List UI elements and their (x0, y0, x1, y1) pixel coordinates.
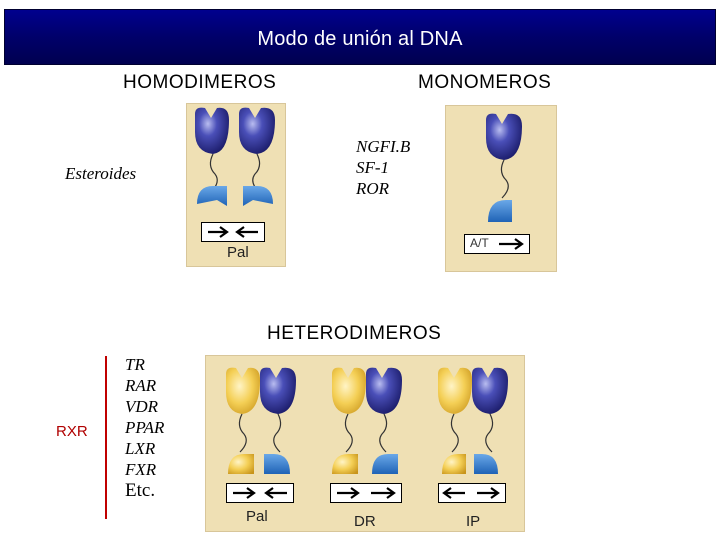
dna-site-box: A/T (464, 234, 530, 254)
rxr-partner-item: VDR (125, 397, 159, 416)
monomers-heading: MONOMEROS (418, 72, 552, 93)
homodimer-panel: Pal (186, 103, 286, 267)
rxr-partner-item: TR (125, 355, 145, 374)
monomer-panel: A/T (445, 105, 557, 272)
heterodimers-heading: HETERODIMEROS (267, 323, 442, 344)
heterodimer-panel: Pal DR IP (205, 355, 525, 532)
receptor-ligand-domain-icon (195, 107, 275, 154)
rxr-partner-item: RAR (125, 376, 157, 395)
dr-site-box (330, 483, 402, 503)
ip-site-box (438, 483, 506, 503)
hetero-pal-label: Pal (246, 508, 268, 525)
rxr-partner-item: PPAR (125, 418, 165, 437)
rxr-partner-item: LXR (125, 439, 156, 458)
monomer-receptor-item: NGFI.B (356, 137, 411, 156)
hetero-dr-label: DR (354, 513, 376, 530)
monomer-diagram (486, 113, 522, 222)
dna-site-box (201, 222, 265, 242)
homodimer-diagram (195, 107, 275, 206)
steroids-label: Esteroides (65, 164, 137, 183)
monomer-receptor-list: NGFI.B SF-1 ROR (356, 136, 410, 199)
homodimer-site-label: Pal (227, 244, 249, 261)
rxr-partner-list: TR RAR VDR PPAR LXR FXR Etc. (125, 354, 164, 501)
rxr-label: RXR (56, 423, 88, 440)
title-bar (5, 10, 715, 64)
pal-site-box (226, 483, 294, 503)
homodimers-heading: HOMODIMEROS (123, 72, 277, 93)
rxr-partner-item: Etc. (125, 480, 156, 501)
monomer-receptor-item: ROR (356, 179, 390, 198)
hetero-ip-label: IP (466, 513, 481, 530)
rxr-bracket-line (105, 356, 107, 519)
monomer-receptor-item: SF-1 (356, 158, 390, 177)
rxr-partner-item: FXR (125, 460, 157, 479)
page-title: Modo de unión al DNA (257, 28, 463, 50)
monomer-site-label: A/T (470, 236, 489, 250)
heterodimer-diagram (226, 367, 508, 474)
